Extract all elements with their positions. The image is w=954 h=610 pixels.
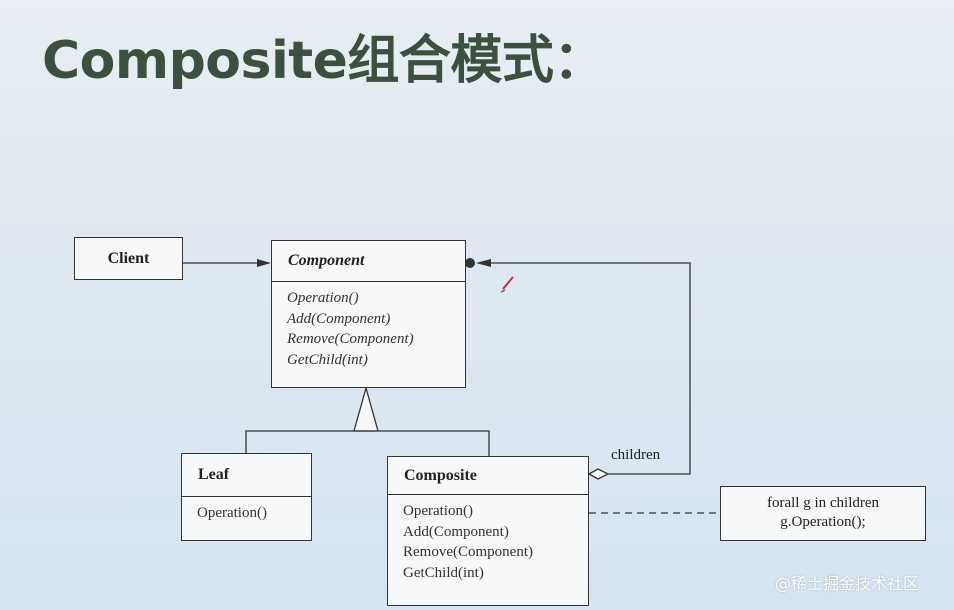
component-operations: Operation() Add(Component) Remove(Compon…: [272, 282, 465, 370]
composite-operation: GetChild(int): [403, 564, 484, 581]
children-label: children: [611, 447, 661, 463]
composite-class-name: Composite: [388, 457, 588, 495]
watermark: @稀土掘金技术社区: [775, 574, 920, 593]
component-operation: Operation(): [287, 290, 359, 306]
composite-class-box: Composite Operation() Add(Component) Rem…: [387, 456, 589, 606]
note-line: g.Operation();: [780, 514, 866, 530]
leaf-class-name: Leaf: [182, 454, 311, 497]
composite-operation: Remove(Component): [403, 544, 533, 560]
inheritance-triangle: [353, 385, 379, 432]
page-title: Composite组合模式：: [42, 31, 605, 91]
composite-operation: Operation(): [403, 503, 473, 519]
client-association-arrowhead: [257, 259, 271, 267]
client-class-box: Client: [74, 237, 183, 280]
component-class-name: Component: [272, 241, 465, 282]
leaf-operation: Operation(): [197, 505, 267, 521]
pen-cursor-icon: [500, 276, 514, 293]
generalization-lines: [245, 430, 490, 456]
component-operation: GetChild(int): [287, 351, 368, 368]
leaf-class-box: Leaf Operation(): [181, 453, 312, 541]
children-aggregation-line: [480, 262, 691, 475]
implementation-note: forall g in children g.Operation();: [720, 486, 926, 541]
component-class-box: Component Operation() Add(Component) Rem…: [271, 240, 466, 388]
component-dot: [465, 258, 475, 268]
leaf-operations: Operation(): [182, 497, 311, 524]
component-operation: Add(Component): [287, 310, 391, 327]
note-line: forall g in children: [766, 495, 880, 511]
children-arrowhead: [476, 259, 491, 267]
component-operation: Remove(Component): [287, 331, 414, 347]
composite-operation: Add(Component): [403, 523, 509, 540]
client-class-name: Client: [107, 249, 150, 267]
aggregation-diamond: [587, 468, 610, 480]
composite-operations: Operation() Add(Component) Remove(Compon…: [388, 495, 588, 583]
